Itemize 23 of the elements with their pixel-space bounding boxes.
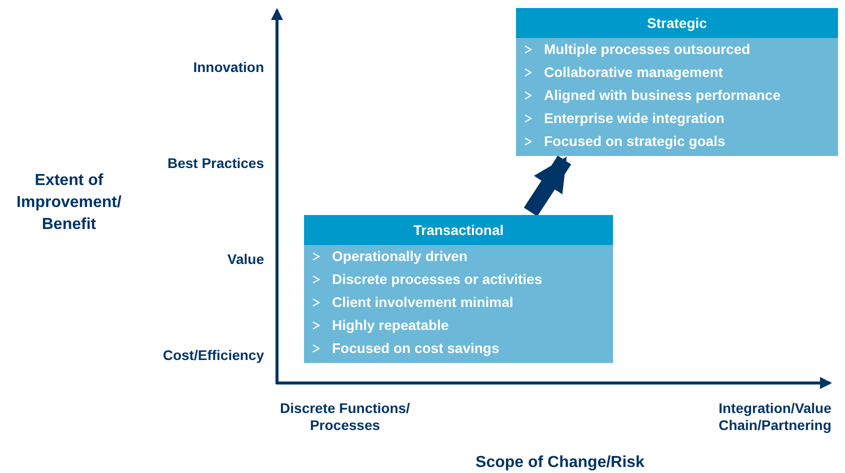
box-heading: Transactional (304, 215, 613, 245)
bullet-text: Operationally driven (332, 248, 468, 265)
axis-tick-label: Discrete Functions/ Processes (279, 400, 411, 434)
block-arrow (524, 156, 572, 216)
axis-tick-label: Best Practices (166, 155, 264, 172)
axis-tick-label: Value (226, 251, 264, 268)
category-box (516, 8, 838, 156)
bullet-text: Discrete processes or activities (332, 271, 542, 288)
bullet-text: Client involvement minimal (332, 294, 514, 311)
category-box (304, 215, 613, 363)
bullet-text: Enterprise wide integration (544, 110, 724, 127)
axis-title: Extent of Improvement/ Benefit (16, 171, 122, 235)
bullet-text: Highly repeatable (332, 317, 449, 334)
bullet-text: Focused on strategic goals (544, 133, 726, 150)
bullet-text: Collaborative management (544, 64, 723, 81)
bullet-text: Aligned with business performance (544, 87, 780, 104)
bullet-text: Multiple processes outsourced (544, 41, 750, 58)
axis-tick-label: Cost/Efficiency (162, 347, 264, 364)
axis-tick-label: Integration/Value Chain/Partnering (718, 400, 832, 434)
axis-title: Scope of Change/Risk (474, 453, 646, 473)
box-heading: Strategic (516, 8, 838, 38)
axis-tick-label: Innovation (192, 59, 264, 76)
bullet-text: Focused on cost savings (332, 340, 500, 357)
